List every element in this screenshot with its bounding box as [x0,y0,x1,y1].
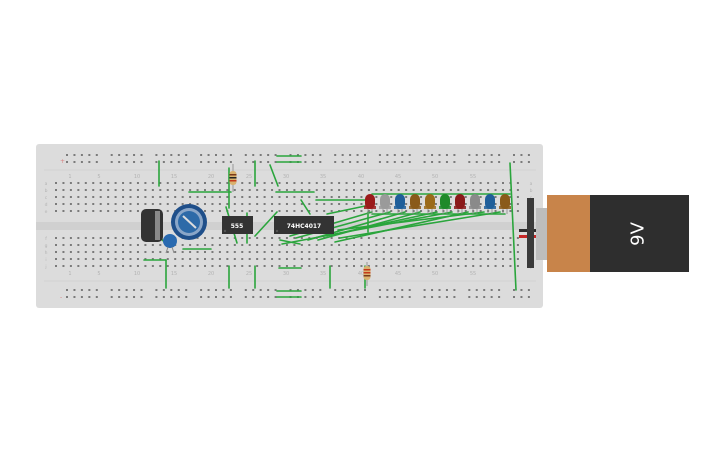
column-number: 40 [358,271,364,277]
column-number: 1 [68,271,71,277]
column-number: 20 [208,174,214,180]
timer-chip-label: 555 [231,223,244,230]
row-letter: h [45,250,48,256]
led[interactable] [409,194,421,214]
counter-chip[interactable]: 74HC4017 [274,216,334,234]
column-number: 55 [470,271,476,277]
column-number: 5 [97,174,100,180]
column-number: 25 [246,174,252,180]
battery-label: 9V [628,221,649,245]
row-letter: a [45,182,48,187]
battery-9v[interactable]: 9V [519,195,689,272]
column-number: 1 [68,174,71,180]
battery-label-band [547,195,590,272]
column-number: 50 [432,271,438,277]
column-number: 45 [395,271,401,277]
column-number: 50 [432,174,438,180]
row-letter: b [45,188,48,194]
led[interactable] [424,194,436,214]
timer-chip[interactable]: 555 [222,216,253,234]
column-number: 10 [134,271,140,277]
led[interactable] [484,194,496,214]
column-number: 30 [283,271,289,277]
battery-body [590,195,689,272]
column-number: 15 [171,271,177,277]
column-number: 5 [97,271,100,277]
counter-chip-label: 74HC4017 [287,223,321,230]
row-letter: g [45,244,48,249]
column-number: 35 [320,271,326,277]
led[interactable] [454,194,466,214]
column-number: 25 [246,271,252,277]
column-number: 35 [320,174,326,180]
row-letter: d [45,202,48,208]
led[interactable] [379,194,391,214]
row-letter: i [45,257,46,263]
column-number: 45 [395,174,401,180]
resistor-bottom[interactable] [363,262,371,286]
resistor-top[interactable] [229,164,237,192]
led[interactable] [394,194,406,214]
column-number: 55 [470,174,476,180]
row-letter: b [530,188,533,194]
column-number: 10 [134,174,140,180]
row-letter: c [45,196,48,201]
column-number: 15 [171,174,177,180]
potentiometer[interactable] [171,204,207,240]
ceramic-capacitor[interactable] [163,234,177,254]
column-number: 40 [358,174,364,180]
rail-sign-top: + [60,158,65,165]
row-letter: e [45,210,48,215]
row-letter: a [530,182,533,187]
led[interactable] [364,194,376,214]
battery-connector [527,198,534,268]
led[interactable] [439,194,451,214]
row-letter: j [44,264,46,270]
led[interactable] [499,194,511,214]
rail-sign-bottom: - [60,294,62,301]
breadboard-holes [55,154,530,298]
led-row [364,194,511,214]
column-number: 30 [283,174,289,180]
battery-terminal [536,208,547,260]
electrolytic-capacitor[interactable] [141,209,163,242]
column-number: 20 [208,271,214,277]
row-letter: f [45,236,47,242]
led[interactable] [469,194,481,214]
